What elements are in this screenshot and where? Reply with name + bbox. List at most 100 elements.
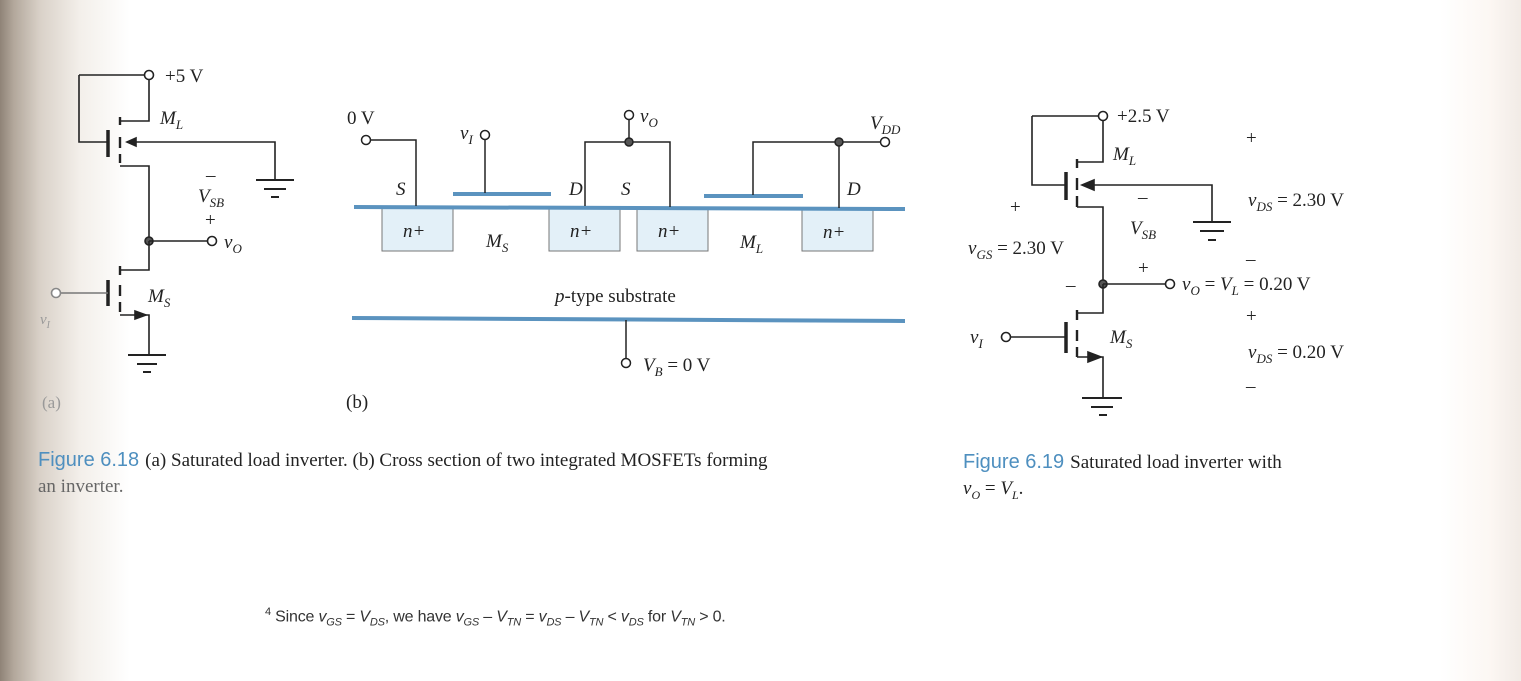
label-vsb-19: VSB <box>1130 218 1156 242</box>
figure-6-18b-wires <box>360 109 891 369</box>
figure-6-18b-cross-section <box>351 192 906 323</box>
terminal-supply-19 <box>1097 110 1109 122</box>
label-ms: MS <box>147 286 171 310</box>
label-vds-bot-minus: – <box>1245 376 1256 397</box>
wire-ms-source-19 <box>1077 356 1104 398</box>
caption-6-18-line1: (a) Saturated load inverter. (b) Cross s… <box>145 450 768 471</box>
label-vo-b: vO <box>640 106 658 130</box>
nplus-region-1 <box>381 207 454 252</box>
wire-source-ms <box>371 139 417 206</box>
footnote-4: 4 Since vGS = VDS, we have vGS – VTN = v… <box>265 606 726 629</box>
terminal-vi <box>479 129 491 141</box>
node-vdd <box>834 137 844 147</box>
terminal-vb <box>620 357 632 369</box>
figure-6-19-labels: +2.5 V ML + + – vDS = 2.30 V VSB vGS = 2… <box>968 106 1344 397</box>
label-nplus-4: n+ <box>823 222 845 243</box>
wire-ml-source-19 <box>1077 206 1104 284</box>
label-vo: vO <box>224 232 242 256</box>
label-ms-b: MS <box>485 231 509 255</box>
terminal-vdd <box>879 136 891 148</box>
figure-6-18a-labels: +5 V ML – VSB + vO MS vI (a) <box>40 66 242 412</box>
caption-figure-6-18: Figure 6.18(a) Saturated load inverter. … <box>38 447 938 500</box>
label-vgs-plus: + <box>1010 197 1021 218</box>
label-vsb-minus-19: – <box>1137 187 1148 208</box>
label-d2: D <box>846 179 861 200</box>
label-vds-top: vDS = 2.30 V <box>1248 190 1344 214</box>
label-vds-top-minus: – <box>1245 249 1256 270</box>
ms-source-arrow <box>134 309 149 321</box>
label-s2: S <box>621 179 631 200</box>
wire-ml-source <box>120 165 150 241</box>
terminal-input <box>50 287 62 299</box>
wire-gate-loop-19 <box>1031 116 1065 186</box>
label-0v: 0 V <box>347 108 375 129</box>
label-vds-bot-plus: + <box>1246 306 1257 327</box>
label-substrate: p-type substrate <box>553 286 676 307</box>
terminal-output <box>206 235 218 247</box>
label-ml-19: ML <box>1112 144 1136 168</box>
ground-symbol-body <box>256 179 294 198</box>
ml-body-arrow-19 <box>1079 178 1095 192</box>
wire-ml-drain <box>121 80 150 122</box>
terminal-output-19 <box>1164 278 1176 290</box>
wire-ml-drain-19 <box>1077 121 1104 163</box>
label-vdd: VDD <box>870 113 901 137</box>
label-vi: vI <box>40 312 51 331</box>
wire-gate-loop <box>78 75 108 143</box>
substrate-bottom-line <box>351 316 906 323</box>
terminal-vo <box>623 109 635 121</box>
label-nplus-2: n+ <box>570 221 592 242</box>
figure-number-6-19: Figure 6.19 <box>963 451 1065 473</box>
caption-6-19-line1: Saturated load inverter with <box>1070 452 1282 473</box>
ground-symbol-source <box>128 354 166 373</box>
label-vb: VB = 0 V <box>643 355 711 379</box>
label-s1: S <box>396 179 406 200</box>
label-nplus-1: n+ <box>403 221 425 242</box>
wire-ml-body <box>128 141 276 180</box>
label-ms-19: MS <box>1109 327 1133 351</box>
caption-6-19-line2: vO = VL. <box>963 478 1024 502</box>
wire-ms-drain-19 <box>1077 284 1104 314</box>
label-figure-a: (a) <box>42 393 61 412</box>
nplus-region-4 <box>801 207 874 252</box>
ground-symbol-source-19 <box>1082 397 1122 416</box>
label-vo-eq-vl: vO = VL = 0.20 V <box>1182 274 1311 298</box>
label-vgs: vGS = 2.30 V <box>968 238 1064 262</box>
label-vsb-plus: + <box>205 210 216 231</box>
label-vsb-minus: – <box>205 165 216 186</box>
terminal-supply <box>143 69 155 81</box>
label-nplus-3: n+ <box>658 221 680 242</box>
wire-ms-source <box>120 314 150 355</box>
footnote-marker: 4 <box>265 606 271 618</box>
label-d1: D <box>568 179 583 200</box>
figure-number-6-18: Figure 6.18 <box>38 449 140 471</box>
label-supply-2-5v: +2.5 V <box>1117 106 1170 127</box>
wire-gate-ml <box>752 141 880 195</box>
ground-symbol-body-19 <box>1193 221 1231 241</box>
label-vds-bot: vDS = 0.20 V <box>1248 342 1344 366</box>
label-vi-b: vI <box>460 123 473 147</box>
oxide-surface-line <box>353 205 906 211</box>
terminal-input-19 <box>1000 331 1012 343</box>
caption-6-18-line2: an inverter. <box>38 476 124 497</box>
ml-body-arrow <box>125 136 137 148</box>
ms-source-arrow-19 <box>1087 350 1104 364</box>
wire-ml-body-19 <box>1085 184 1213 222</box>
label-ml-b: ML <box>739 232 763 256</box>
node-vo <box>624 137 634 147</box>
terminal-0v <box>360 134 372 146</box>
figure-6-18b-labels: 0 V vI vO VDD S D S D n+ n+ n+ n+ MS ML … <box>346 106 901 413</box>
label-figure-b: (b) <box>346 392 368 413</box>
label-ml: ML <box>159 108 183 132</box>
figure-6-18a-circuit <box>50 69 294 373</box>
label-vds-top-plus: + <box>1246 128 1257 149</box>
figure-6-19-circuit <box>1000 110 1231 416</box>
label-supply-5v: +5 V <box>165 66 204 87</box>
label-vsb: VSB <box>198 186 224 210</box>
wire-ms-drain <box>121 241 150 271</box>
nplus-region-2 <box>548 207 621 252</box>
label-vsb-plus-19: + <box>1138 258 1149 279</box>
